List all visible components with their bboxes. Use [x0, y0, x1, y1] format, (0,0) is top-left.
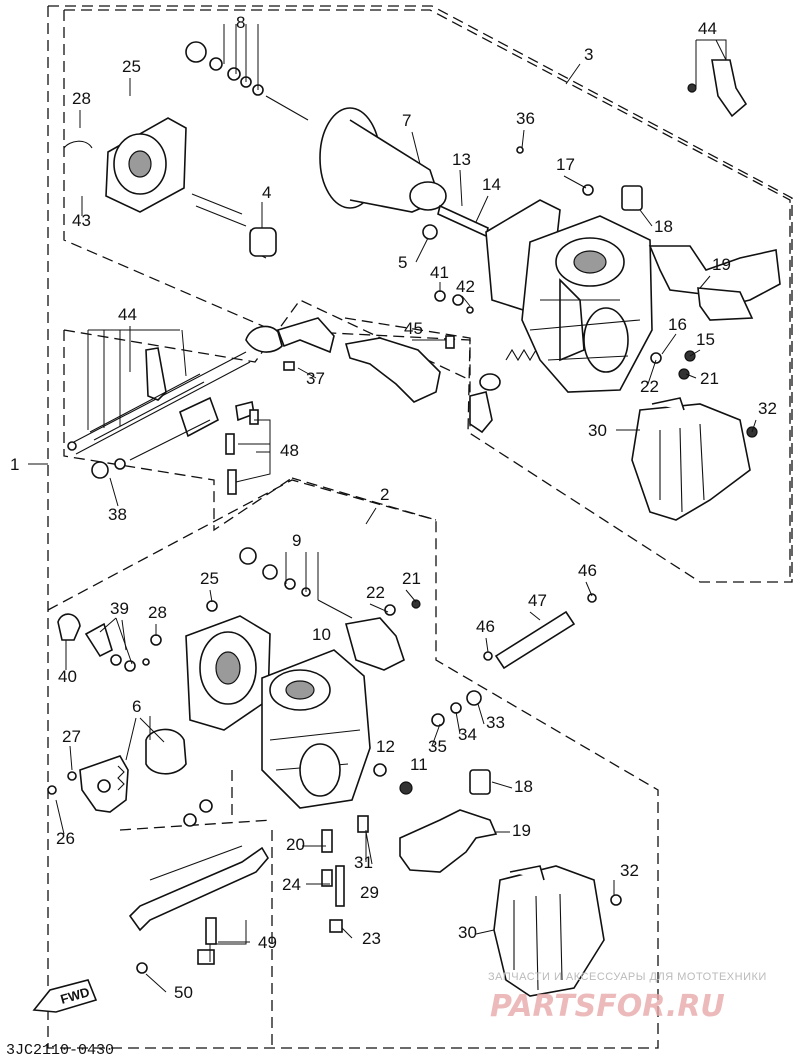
callout-leaders [55, 39, 757, 993]
callout-32: 32 [758, 399, 777, 418]
callout-20: 20 [286, 835, 305, 854]
callout-45: 45 [404, 319, 423, 338]
callout-28: 28 [148, 603, 167, 622]
callout-37: 37 [306, 369, 325, 388]
callout-27: 27 [62, 727, 81, 746]
drawing-reference-code: 3JC2110-0430 [6, 1042, 114, 1059]
callout-30: 30 [588, 421, 607, 440]
callout-29: 29 [360, 883, 379, 902]
watermark-tagline: ЗАПЧАСТИ И АКСЕССУАРЫ ДЛЯ МОТОТЕХНИКИ [488, 971, 767, 983]
callout-42: 42 [456, 277, 475, 296]
callout-44: 44 [118, 305, 137, 324]
callout-23: 23 [362, 929, 381, 948]
callout-24: 24 [282, 875, 301, 894]
callout-41: 41 [430, 263, 449, 282]
lower-carburetor-body [47, 547, 622, 997]
callout-5: 5 [398, 253, 407, 272]
callout-8: 8 [236, 13, 245, 32]
callout-25: 25 [122, 57, 141, 76]
fwd-arrow-icon: FWD [32, 979, 98, 1013]
callout-13: 13 [452, 150, 471, 169]
callout-labels: 1 2 3 4 5 6 7 8 9 10 11 12 13 14 15 16 1… [10, 13, 777, 1002]
callout-32: 32 [620, 861, 639, 880]
assembly-frame-outer [47, 5, 793, 1049]
watermark-brand: PARTSFOR.RU [490, 989, 725, 1024]
assembly-frame-upper [63, 9, 791, 580]
callout-1: 1 [10, 455, 19, 474]
callout-10: 10 [312, 625, 331, 644]
callout-30: 30 [458, 923, 477, 942]
callout-33: 33 [486, 713, 505, 732]
callout-26: 26 [56, 829, 75, 848]
callout-2: 2 [380, 485, 389, 504]
callout-22: 22 [366, 583, 385, 602]
callout-18: 18 [654, 217, 673, 236]
callout-9: 9 [292, 531, 301, 550]
callout-34: 34 [458, 725, 477, 744]
callout-17: 17 [556, 155, 575, 174]
choke-assembly [67, 317, 537, 495]
callout-4: 4 [262, 183, 271, 202]
callout-46: 46 [476, 617, 495, 636]
callout-46: 46 [578, 561, 597, 580]
callout-31: 31 [354, 853, 373, 872]
callout-48: 48 [280, 441, 299, 460]
callout-44: 44 [698, 19, 717, 38]
callout-19: 19 [512, 821, 531, 840]
callout-40: 40 [58, 667, 77, 686]
callout-18: 18 [514, 777, 533, 796]
callout-38: 38 [108, 505, 127, 524]
assembly-frame-lower [47, 479, 437, 1048]
callout-21: 21 [402, 569, 421, 588]
callout-12: 12 [376, 737, 395, 756]
callout-7: 7 [402, 111, 411, 130]
callout-15: 15 [696, 330, 715, 349]
callout-22: 22 [640, 377, 659, 396]
callout-16: 16 [668, 315, 687, 334]
callout-3: 3 [584, 45, 593, 64]
callout-47: 47 [528, 591, 547, 610]
assembly-frame-bracket [119, 770, 273, 831]
callout-6: 6 [132, 697, 141, 716]
callout-19: 19 [712, 255, 731, 274]
callout-28: 28 [72, 89, 91, 108]
callout-35: 35 [428, 737, 447, 756]
callout-21: 21 [700, 369, 719, 388]
callout-39: 39 [110, 599, 129, 618]
callout-43: 43 [72, 211, 91, 230]
callout-11: 11 [410, 755, 428, 774]
upper-carburetor-body [63, 24, 781, 521]
callout-25: 25 [200, 569, 219, 588]
callout-50: 50 [174, 983, 193, 1002]
callout-49: 49 [258, 933, 277, 952]
callout-36: 36 [516, 109, 535, 128]
callout-14: 14 [482, 175, 501, 194]
